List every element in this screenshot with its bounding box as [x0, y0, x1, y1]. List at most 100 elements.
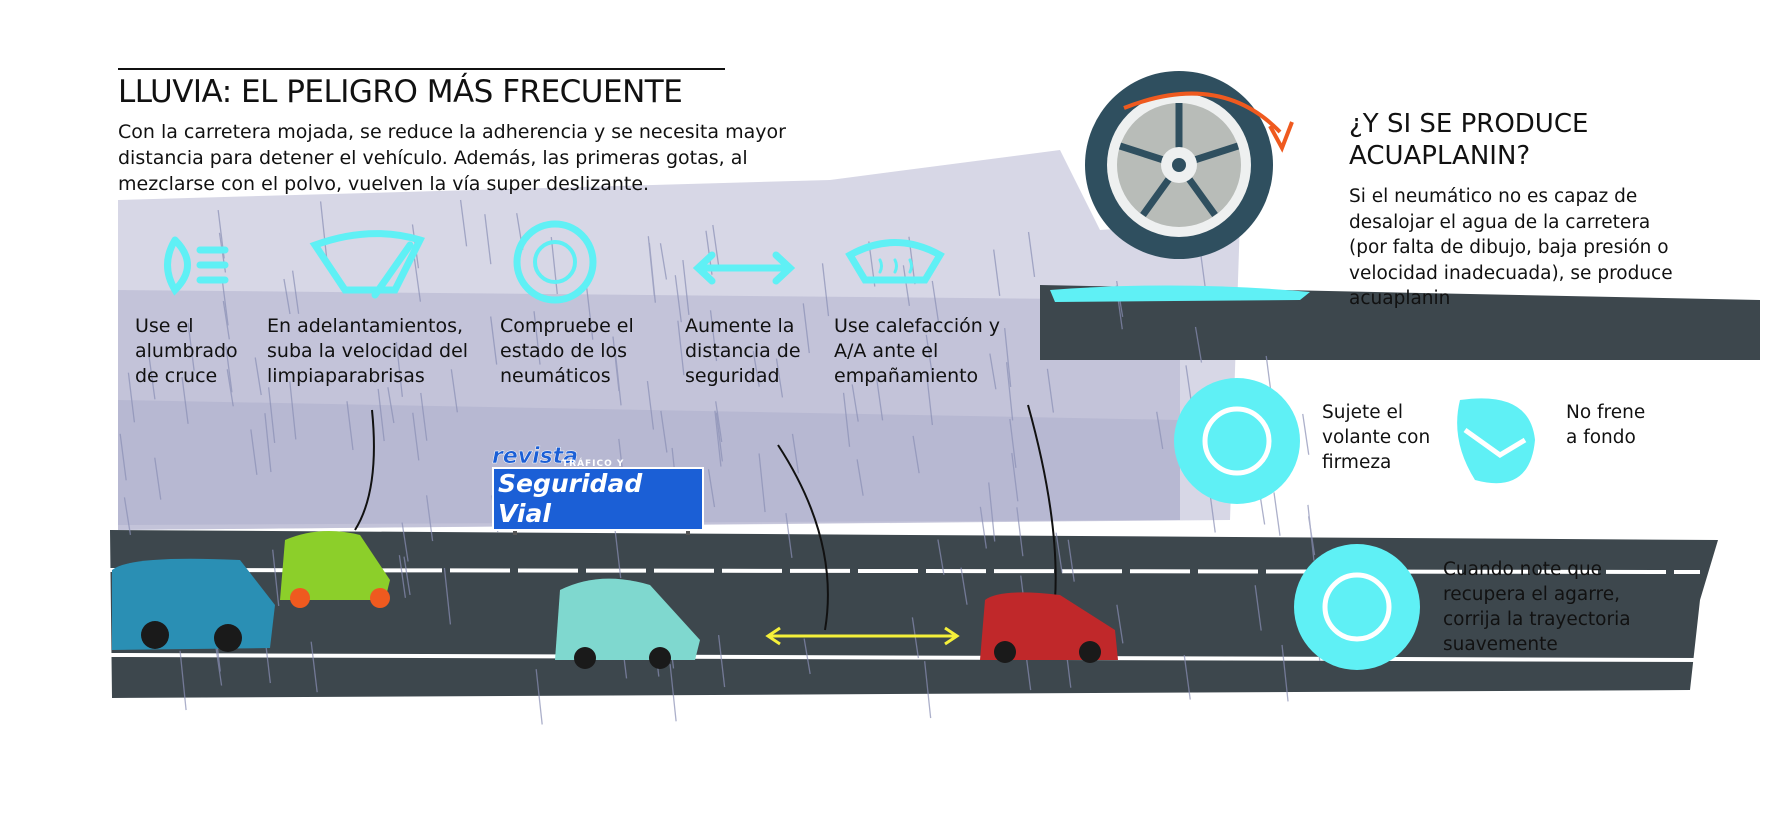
rain-streak [377, 388, 385, 442]
lane-line [109, 568, 1701, 574]
rain-streak [425, 495, 434, 542]
rain-streak [1183, 654, 1191, 700]
rain-streak [119, 433, 127, 481]
rain-streak [226, 369, 234, 407]
rain-streak [214, 644, 223, 686]
rain-streak [752, 351, 760, 387]
defrost-icon [845, 239, 945, 284]
rain-streak [902, 265, 911, 306]
blue-car [112, 558, 275, 652]
brake-pedal-icon [1457, 398, 1535, 484]
tip-headlights: Use el alumbrado de cruce [135, 315, 238, 387]
rain-streak [291, 270, 300, 314]
rain-streak [1273, 492, 1281, 536]
rain-streak [148, 355, 156, 400]
rain-streak [395, 342, 404, 397]
rain-streak [420, 392, 428, 441]
distance-arrow [765, 626, 960, 646]
rain-streak [127, 372, 136, 423]
rain-streak [937, 539, 945, 575]
rain-streak [988, 482, 996, 542]
rain-streak [1009, 418, 1017, 468]
rain-streak [925, 371, 934, 426]
action-hold-wheel: Sujete el volante con firmeza [1322, 402, 1431, 473]
red-car [980, 592, 1118, 663]
rain-streak [875, 377, 884, 421]
rain-streak [272, 549, 280, 607]
rain-streak [712, 224, 720, 268]
rain-streak [586, 288, 594, 340]
rain-streak [289, 381, 297, 440]
steering-wheel-icon [1294, 544, 1420, 670]
rain-streak [1281, 644, 1289, 702]
rain-streak [283, 278, 291, 315]
teal-car [555, 578, 700, 669]
rotation-arrow-icon [1123, 91, 1282, 134]
rain-streak [222, 300, 230, 340]
tip-tyres: Compruebe el estado de los neumáticos [500, 315, 634, 387]
wiper-icon [309, 230, 425, 299]
rain-streak [803, 638, 811, 675]
rain-streak [1156, 411, 1164, 450]
rain-streak [550, 236, 558, 295]
rain-streak [1307, 516, 1316, 556]
page-title: LLUVIA: EL PELIGRO MÁS FRECUENTE [118, 74, 683, 110]
rain-streak [1011, 453, 1019, 502]
action-correct-trajectory: Cuando note que recupera el agarre, corr… [1443, 559, 1631, 655]
rain-streak [154, 457, 162, 500]
rain-streak [401, 522, 409, 562]
rain-streak [924, 661, 932, 719]
rain-streak [123, 497, 132, 535]
headlight-icon [164, 236, 229, 296]
steering-wheel-icon [1174, 378, 1300, 504]
rain-streak [187, 323, 195, 371]
title-rule [118, 68, 725, 70]
rain-streak [443, 567, 452, 625]
rain-streak [387, 387, 395, 424]
rain-streak [1016, 507, 1024, 557]
rain-streak [250, 429, 258, 475]
rain-streak [1004, 327, 1012, 388]
rain-streak [484, 214, 492, 265]
rain-streak [412, 412, 420, 461]
tip-wipers: En adelantamientos, suba la velocidad de… [267, 315, 469, 387]
rain-streak [802, 303, 810, 354]
action-no-brake: No frene a fondo [1566, 402, 1646, 448]
rain-streak [912, 435, 920, 474]
rain-streak [931, 280, 939, 322]
road-far [1040, 285, 1760, 360]
rain-streak [709, 310, 718, 362]
rain-streak [490, 316, 498, 365]
rain-streak [459, 199, 468, 247]
rain-streak [682, 259, 690, 315]
rain-streak [851, 384, 859, 422]
rain-streak [254, 357, 262, 396]
rain-streak [979, 506, 987, 549]
rain-streak [614, 526, 622, 579]
rain-streak [535, 669, 543, 725]
rain-streak [225, 346, 233, 393]
aquaplaning-heading: ¿Y SI SE PRODUCE ACUAPLANIN? [1349, 109, 1589, 171]
rain-streak [791, 433, 800, 474]
rain-streak [1027, 231, 1036, 278]
rain-streak [179, 650, 187, 711]
rain-streak [1055, 532, 1063, 573]
rain-streak [775, 358, 784, 398]
rain-streak [758, 453, 766, 513]
rain-streak [989, 353, 997, 390]
rain-streak [647, 236, 655, 296]
rain-streak [403, 556, 411, 596]
rain-streak [660, 410, 668, 453]
tip-defrost: Use calefacción y A/A ante el empañamien… [834, 315, 1001, 387]
rain-streak [785, 513, 793, 558]
rain-streak [346, 401, 354, 451]
rain-streak [646, 380, 655, 430]
rain-streak [717, 634, 726, 688]
rain-streak [677, 320, 685, 376]
rain-streak [707, 469, 716, 508]
tyre-icon [513, 220, 597, 304]
rain-streak [1005, 362, 1014, 421]
rain-streak [413, 258, 422, 302]
rain-streak [1116, 604, 1124, 644]
